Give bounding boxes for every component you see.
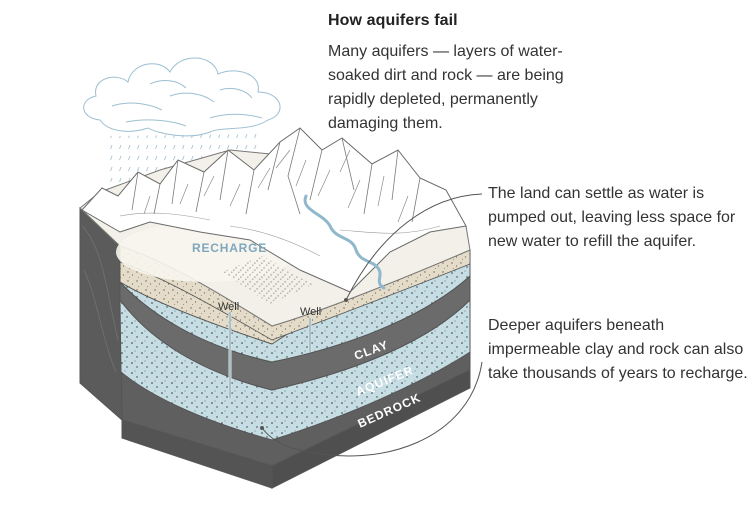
callout-settle-line — [345, 193, 483, 301]
crop-field — [222, 256, 314, 304]
well-2-label: Well — [300, 306, 321, 318]
diagram-title: How aquifers fail — [328, 12, 458, 29]
cloud-icon — [83, 57, 281, 137]
annotation-deeper: Deeper aquifers beneath impermeable clay… — [488, 317, 748, 382]
bedrock-side-contour — [81, 225, 119, 373]
annotation-settle: The land can settle as water is pumped o… — [488, 185, 736, 250]
intro-text: Many aquifers — layers of water-soaked d… — [328, 43, 564, 132]
callout-deeper-line — [261, 361, 483, 457]
recharge-label: RECHARGE — [192, 241, 267, 255]
bedrock-front-left — [121, 419, 273, 489]
river — [303, 194, 386, 290]
mountain-range — [81, 127, 467, 293]
upper-aquifer-layer — [119, 261, 471, 363]
callout-deeper-dot — [260, 426, 264, 430]
well-1-label: Well — [218, 301, 239, 313]
callout-settle-dot — [344, 298, 348, 302]
